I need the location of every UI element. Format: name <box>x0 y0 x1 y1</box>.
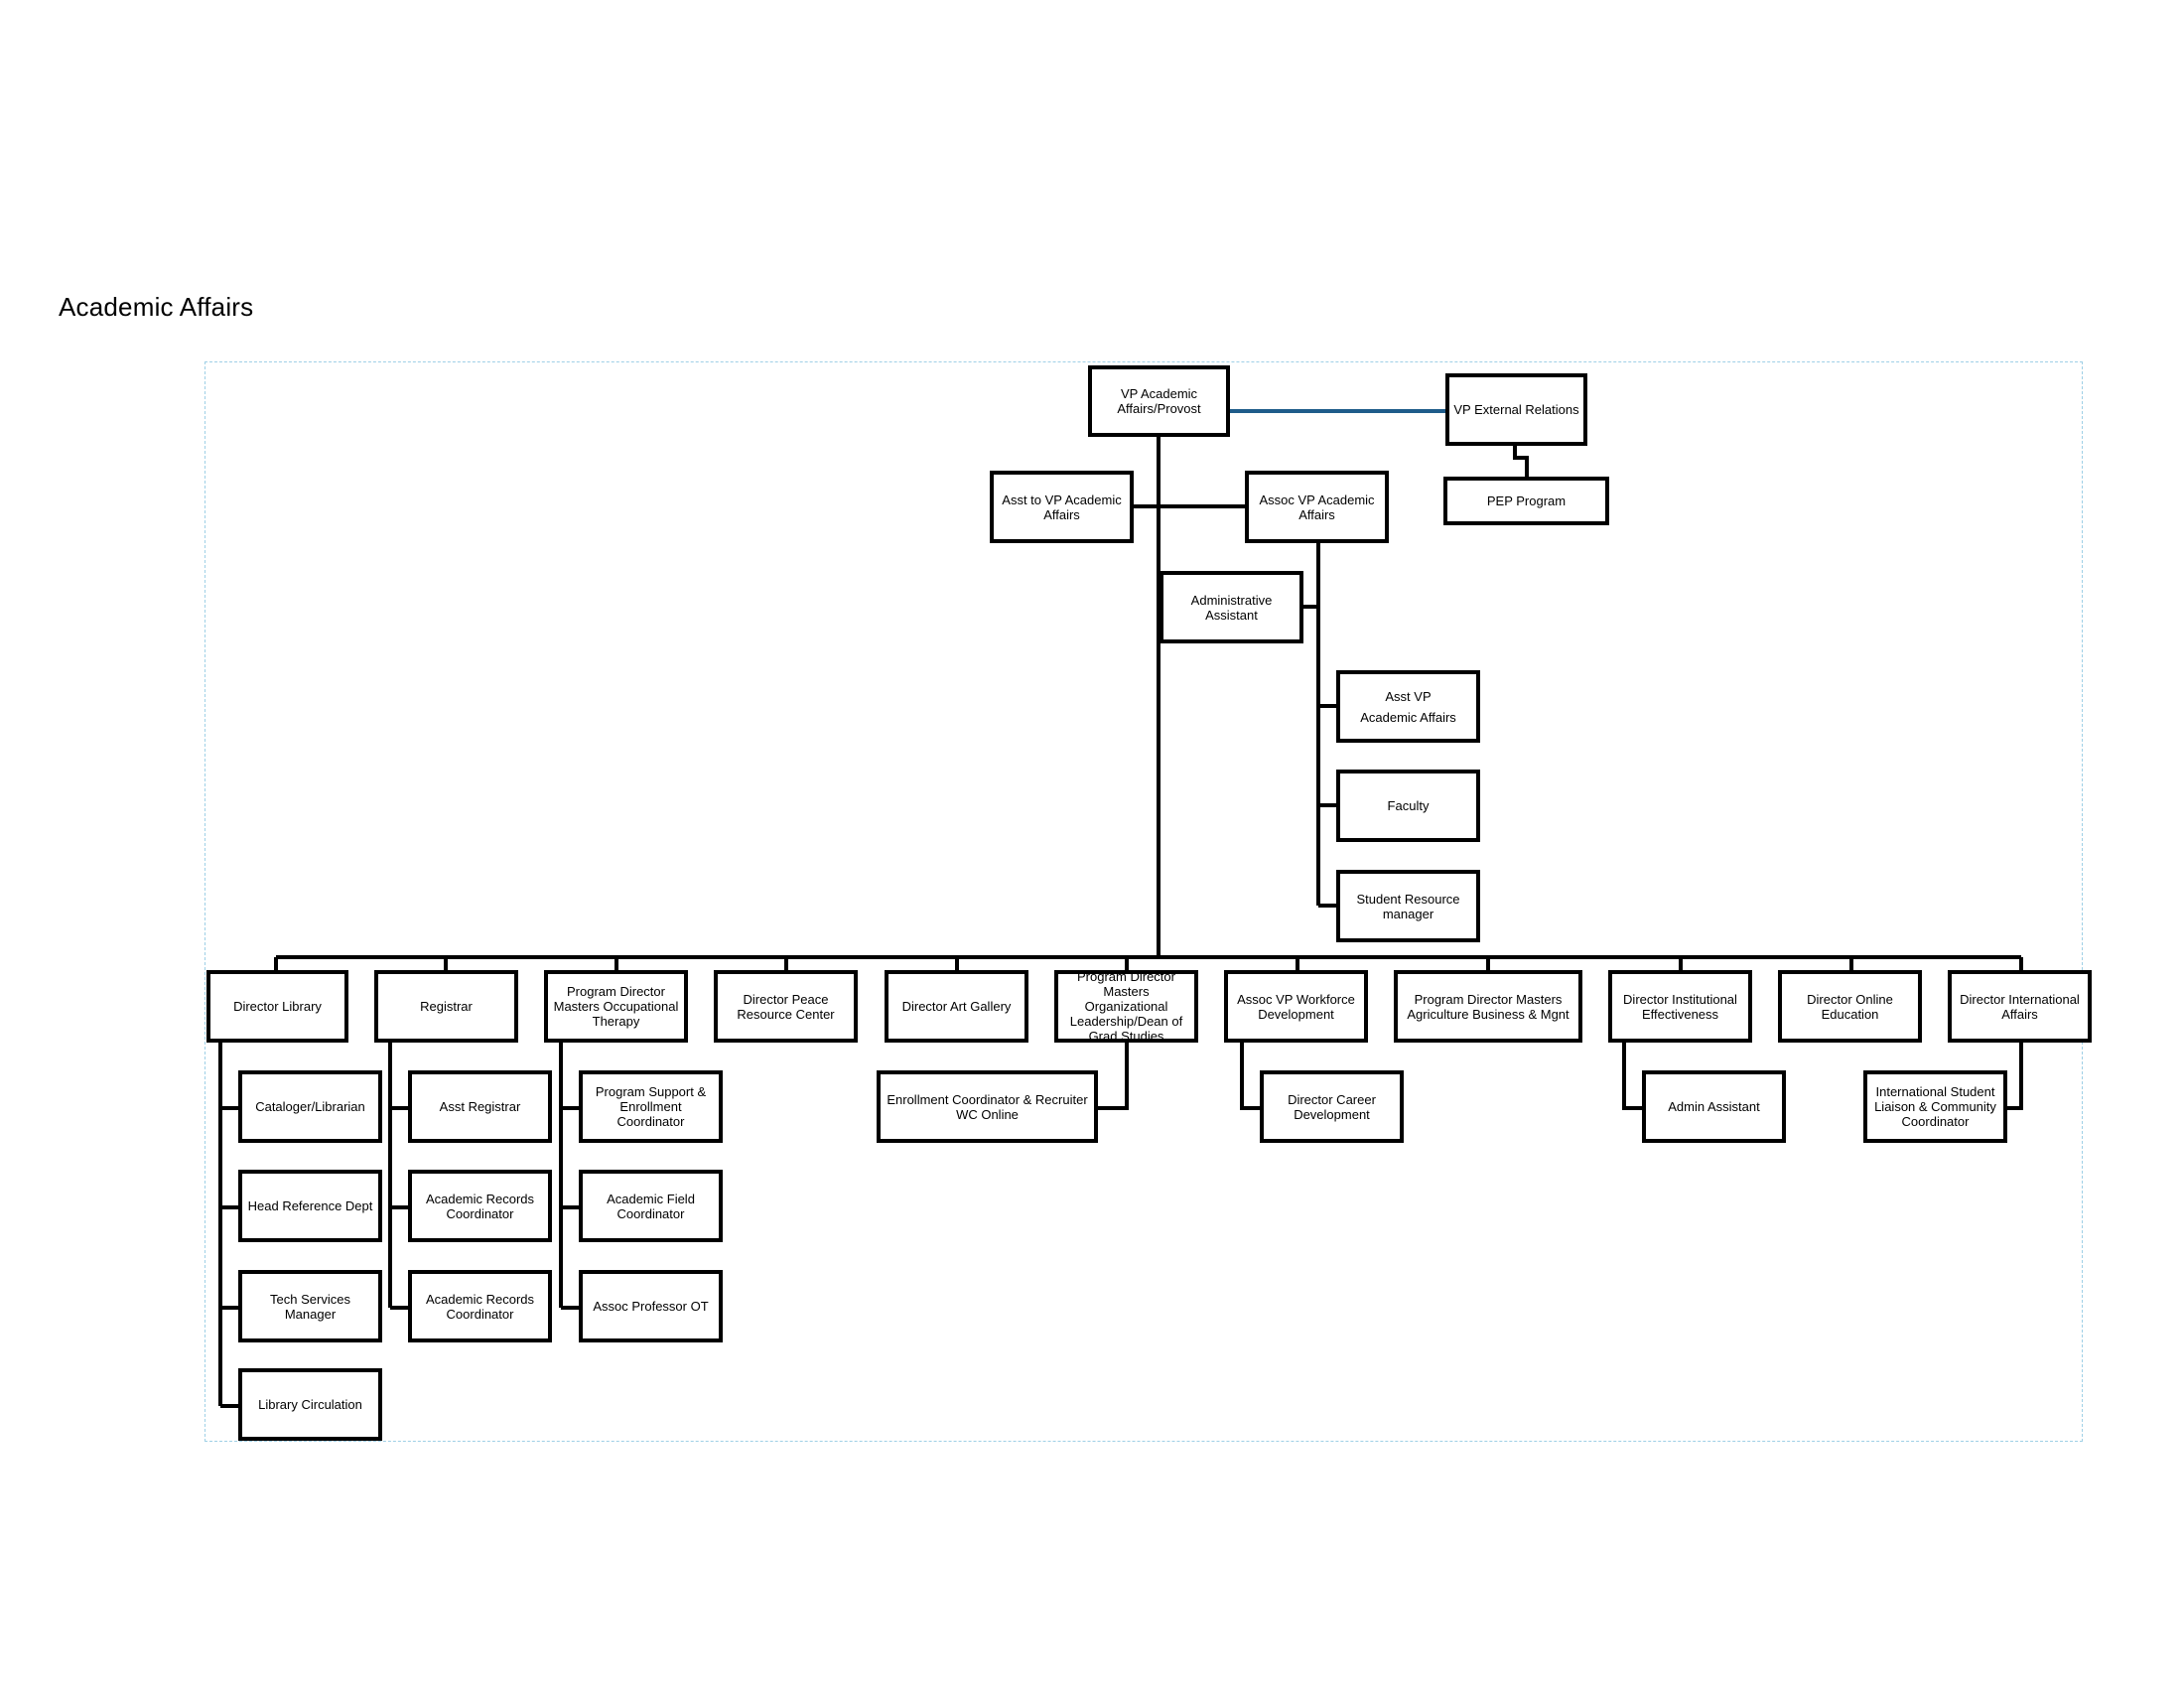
connector-career <box>1240 1043 1262 1110</box>
program-support-enrollment-box: Program Support & Enrollment Coordinator <box>579 1070 723 1143</box>
assoc-professor-ot-box: Assoc Professor OT <box>579 1270 723 1342</box>
head-reference-dept-box: Head Reference Dept <box>238 1170 382 1242</box>
registrar-box: Registrar <box>374 970 518 1043</box>
assoc-vp-academic-affairs-box: Assoc VP Academic Affairs <box>1245 471 1389 543</box>
director-institutional-effectiveness-box: Director Institutional Effectiveness <box>1608 970 1752 1043</box>
faculty-box: Faculty <box>1336 770 1480 842</box>
vp-external-relations-box: VP External Relations <box>1445 373 1587 446</box>
director-art-gallery-box: Director Art Gallery <box>885 970 1028 1043</box>
academic-records-coordinator-box: Academic Records Coordinator <box>408 1270 552 1342</box>
library-circulation-box: Library Circulation <box>238 1368 382 1441</box>
asst-to-vp-box: Asst to VP Academic Affairs <box>990 471 1134 543</box>
assoc-vp-workforce-box: Assoc VP Workforce Development <box>1224 970 1368 1043</box>
connector-enrollment <box>1098 1043 1129 1110</box>
asst-registrar-box: Asst Registrar <box>408 1070 552 1143</box>
program-director-ot-box: Program Director Masters Occupational Th… <box>544 970 688 1043</box>
academic-records-coordinator-box: Academic Records Coordinator <box>408 1170 552 1242</box>
director-online-education-box: Director Online Education <box>1778 970 1922 1043</box>
director-international-affairs-box: Director International Affairs <box>1948 970 2092 1043</box>
connector-liaison <box>2005 1043 2023 1110</box>
program-director-agriculture-box: Program Director Masters Agriculture Bus… <box>1394 970 1582 1043</box>
vp-academic-affairs-box: VP Academic Affairs/Provost <box>1088 365 1230 437</box>
cataloger-librarian-box: Cataloger/Librarian <box>238 1070 382 1143</box>
international-student-liaison-box: International Student Liaison & Communit… <box>1863 1070 2007 1143</box>
administrative-assistant-box: Administrative Assistant <box>1160 571 1303 643</box>
academic-field-coordinator-box: Academic Field Coordinator <box>579 1170 723 1242</box>
tech-services-manager-box: Tech Services Manager <box>238 1270 382 1342</box>
connector-pep <box>1513 446 1529 479</box>
chart-frame <box>205 361 2083 1442</box>
connector-admin-asst <box>1622 1043 1644 1110</box>
admin-assistant-box: Admin Assistant <box>1642 1070 1786 1143</box>
director-career-development-box: Director Career Development <box>1260 1070 1404 1143</box>
program-director-org-leadership-box: Program Director Masters Organizational … <box>1054 970 1198 1043</box>
pep-program-box: PEP Program <box>1443 477 1609 525</box>
page-title: Academic Affairs <box>59 292 254 322</box>
enrollment-coordinator-wc-online-box: Enrollment Coordinator & Recruiter WC On… <box>877 1070 1098 1143</box>
director-peace-resource-center-box: Director Peace Resource Center <box>714 970 858 1043</box>
student-resource-manager-box: Student Resource manager <box>1336 870 1480 942</box>
director-library-box: Director Library <box>206 970 348 1043</box>
